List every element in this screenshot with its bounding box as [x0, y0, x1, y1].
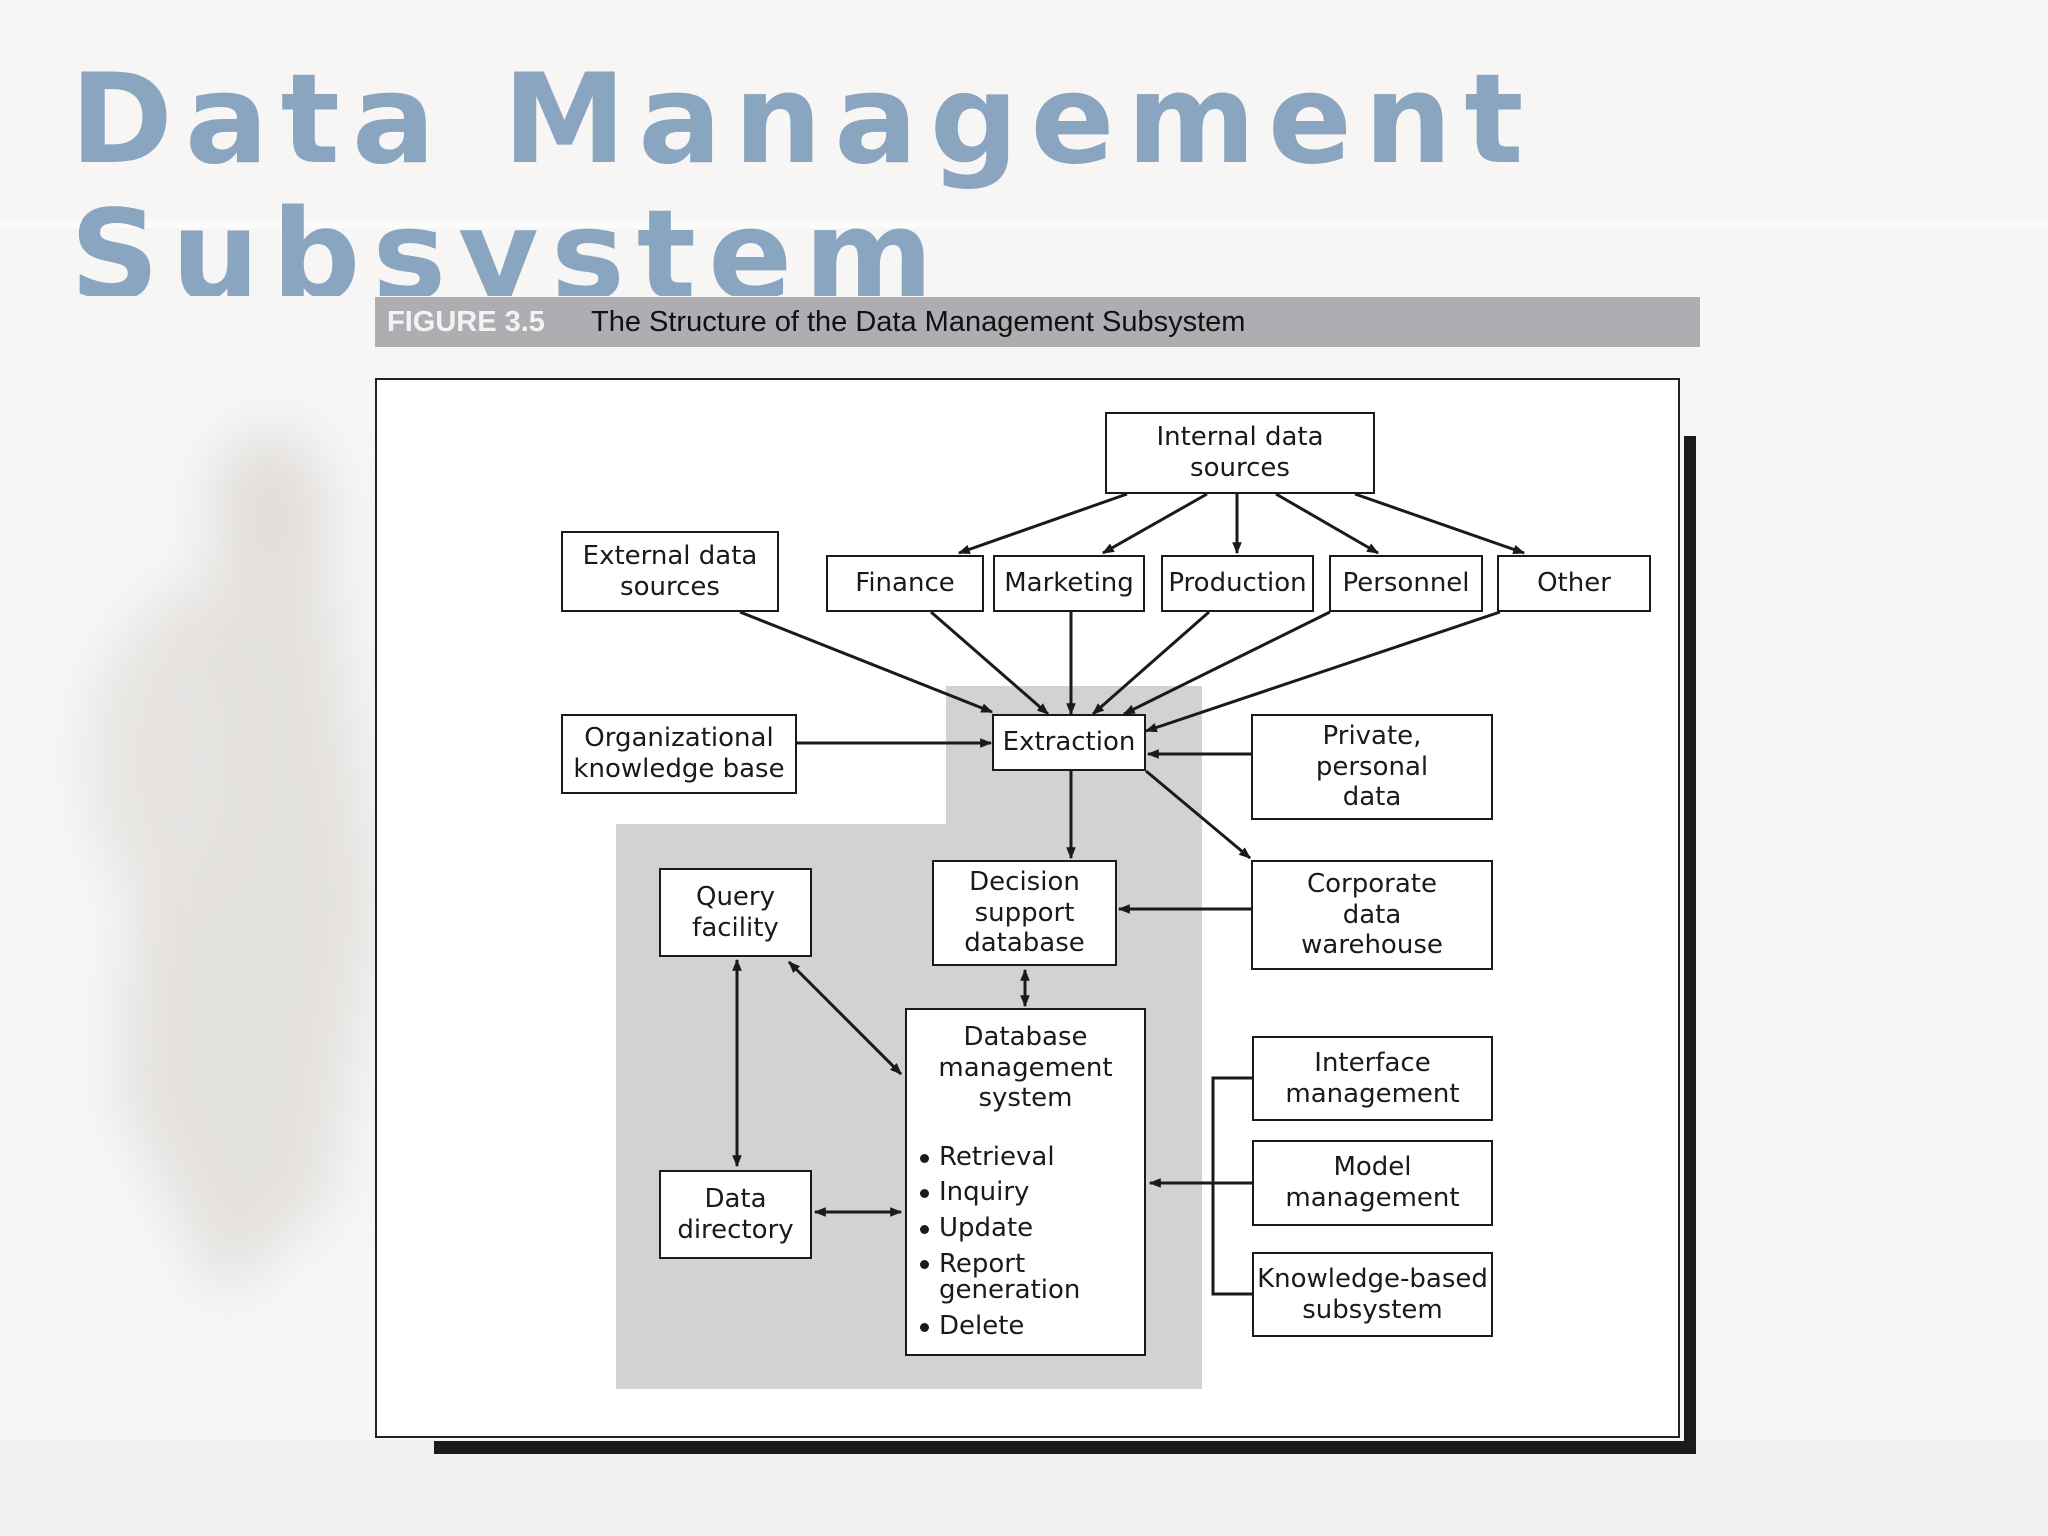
dbms-function-item: Delete	[919, 1309, 1080, 1344]
arrow-internal-to-personnel	[1275, 492, 1380, 555]
bracket-subsystems	[1211, 1076, 1252, 1296]
finance-box: Finance	[826, 555, 984, 612]
dbms-title: Database management system	[938, 1022, 1113, 1114]
interface-management-box: Interface management	[1252, 1036, 1493, 1121]
background-figure-silhouette	[90, 430, 380, 1300]
arrow-external-to-extraction	[739, 610, 994, 714]
arrow-production-to-extraction	[1092, 610, 1210, 716]
external-data-sources-box: External data sources	[561, 531, 779, 612]
other-box: Other	[1497, 555, 1651, 612]
organizational-knowledge-base-box: Organizational knowledge base	[561, 714, 797, 794]
query-facility-box: Query facility	[659, 868, 812, 957]
corporate-data-warehouse-box: Corporate data warehouse	[1251, 860, 1493, 970]
arrow-extraction-to-warehouse	[1145, 769, 1251, 860]
figure-shadow-bottom	[434, 1441, 1696, 1454]
model-management-box: Model management	[1252, 1140, 1493, 1226]
dbms-function-item: Report generation	[919, 1246, 1080, 1309]
marketing-box: Marketing	[993, 555, 1145, 612]
arrow-other-to-extraction	[1144, 610, 1501, 733]
slide-title-line-1: Data Management	[70, 48, 1536, 192]
arrow-finance-to-extraction	[930, 610, 1049, 716]
dbms-function-list: Retrieval Inquiry Update Report generati…	[909, 1140, 1080, 1344]
arrow-query-dbms	[787, 960, 903, 1076]
slide-title-line-2: Subsystem	[70, 194, 946, 296]
database-management-system-box: Database management system Retrieval Inq…	[905, 1008, 1146, 1356]
arrow-internal-to-other	[1354, 492, 1526, 555]
figure-number: FIGURE 3.5	[387, 305, 545, 338]
dbms-function-item: Update	[919, 1211, 1080, 1246]
data-directory-box: Data directory	[659, 1170, 812, 1259]
figure-header-bar: FIGURE 3.5 The Structure of the Data Man…	[375, 297, 1700, 347]
dbms-function-item: Inquiry	[919, 1175, 1080, 1210]
production-box: Production	[1161, 555, 1314, 612]
figure-shadow-right	[1684, 436, 1696, 1454]
extraction-box: Extraction	[992, 714, 1146, 771]
internal-data-sources-box: Internal data sources	[1105, 412, 1375, 494]
figure-caption: The Structure of the Data Management Sub…	[591, 305, 1246, 338]
private-personal-data-box: Private, personal data	[1251, 714, 1493, 820]
dbms-function-item: Retrieval	[919, 1140, 1080, 1175]
arrow-internal-to-finance	[957, 492, 1128, 555]
arrow-personnel-to-extraction	[1122, 610, 1331, 716]
decision-support-database-box: Decision support database	[932, 860, 1117, 966]
knowledge-based-subsystem-box: Knowledge-based subsystem	[1252, 1252, 1493, 1337]
personnel-box: Personnel	[1329, 555, 1483, 612]
arrow-internal-to-marketing	[1101, 492, 1208, 555]
